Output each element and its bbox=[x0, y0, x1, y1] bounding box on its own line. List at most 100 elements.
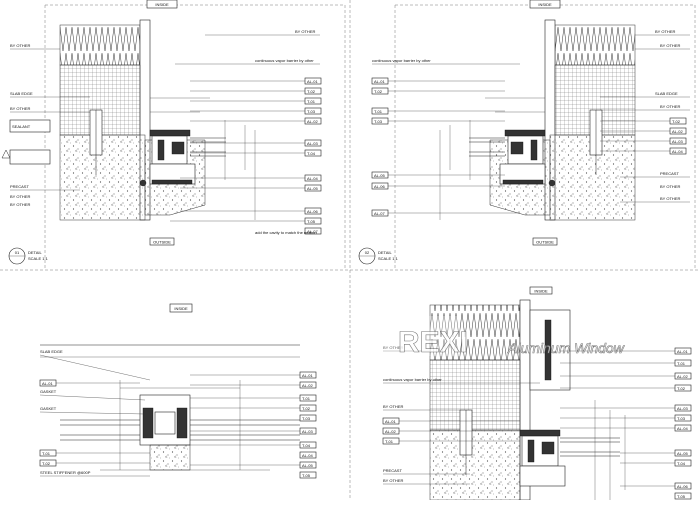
detail-number: 01 bbox=[15, 250, 20, 255]
svg-text:T-05: T-05 bbox=[677, 494, 686, 499]
frame-top-profile bbox=[519, 429, 561, 437]
label: SLAB EDGE bbox=[40, 349, 63, 354]
svg-text:AL-05: AL-05 bbox=[302, 463, 313, 468]
svg-text:T-01: T-01 bbox=[374, 109, 383, 114]
label: BY OTHER bbox=[10, 194, 30, 199]
label: continuous vapor barrier by other bbox=[372, 58, 431, 63]
svg-text:T-03: T-03 bbox=[677, 416, 686, 421]
label: BY OTHER bbox=[383, 404, 403, 409]
svg-text:T-05: T-05 bbox=[307, 219, 316, 224]
sill-flashing bbox=[151, 179, 193, 185]
svg-text:T-03: T-03 bbox=[302, 416, 311, 421]
svg-text:T-02: T-02 bbox=[672, 119, 681, 124]
label: BY OTHER bbox=[383, 345, 403, 350]
footer-tag bbox=[149, 237, 175, 246]
svg-text:AL-01: AL-01 bbox=[307, 79, 318, 84]
svg-text:AL-01: AL-01 bbox=[374, 79, 385, 84]
svg-text:T-02: T-02 bbox=[302, 406, 311, 411]
svg-text:T-03: T-03 bbox=[307, 109, 316, 114]
watermark-brand: REXI bbox=[398, 326, 468, 359]
label: PRECAST bbox=[383, 468, 402, 473]
backer-rod bbox=[139, 179, 147, 187]
label: BY OTHER bbox=[660, 196, 680, 201]
svg-text:AL-01: AL-01 bbox=[42, 381, 53, 386]
label: BY OTHER bbox=[660, 184, 680, 189]
thermal-break bbox=[154, 411, 176, 435]
label: PRECAST bbox=[10, 184, 29, 189]
svg-text:T-04: T-04 bbox=[677, 461, 686, 466]
svg-text:AL-05: AL-05 bbox=[307, 186, 318, 191]
svg-text:AL-06: AL-06 bbox=[677, 484, 688, 489]
svg-text:T-01: T-01 bbox=[385, 439, 394, 444]
glazing-bead bbox=[171, 141, 185, 155]
footer-tag bbox=[532, 237, 558, 246]
header-tag bbox=[169, 303, 193, 313]
header-tag bbox=[529, 286, 553, 295]
label: SEALANT bbox=[12, 124, 31, 129]
label: continuous vapor barrier by other bbox=[383, 377, 442, 382]
panel-detail-03: INSIDE SLAB EDGE AL-01 GASKET GASKET T-0… bbox=[39, 303, 317, 479]
svg-text:AL-03: AL-03 bbox=[672, 139, 683, 144]
svg-text:AL-02: AL-02 bbox=[677, 374, 688, 379]
svg-text:AL-02: AL-02 bbox=[672, 129, 683, 134]
svg-text:AL-01: AL-01 bbox=[677, 349, 688, 354]
tag-list-right: T-02 AL-02 AL-03 AL-04 bbox=[600, 117, 687, 155]
svg-text:T-02: T-02 bbox=[42, 461, 51, 466]
note-text: add the cavity to match the mullion bbox=[255, 230, 317, 235]
svg-text:T-02: T-02 bbox=[307, 89, 316, 94]
tag-list-left: AL-01 AL-02 T-01 bbox=[382, 417, 520, 445]
svg-text:AL-04: AL-04 bbox=[672, 149, 683, 154]
header-tag bbox=[146, 0, 178, 9]
svg-text:T-04: T-04 bbox=[307, 151, 316, 156]
svg-text:AL-06: AL-06 bbox=[374, 184, 385, 189]
label: SLAB EDGE bbox=[655, 91, 678, 96]
svg-text:T-03: T-03 bbox=[374, 119, 383, 124]
panel-header: INSIDE bbox=[155, 2, 169, 7]
detail-scale: SCALE 1:1 bbox=[28, 256, 49, 261]
label: PRECAST bbox=[660, 171, 679, 176]
panel-header: INSIDE bbox=[174, 306, 188, 311]
detail-number: 02 bbox=[365, 250, 370, 255]
label: SLAB EDGE bbox=[10, 91, 33, 96]
detail-title: DETAIL bbox=[28, 250, 42, 255]
header-tag bbox=[529, 0, 561, 9]
svg-text:T-02: T-02 bbox=[374, 89, 383, 94]
tag-list-right: AL-01 T-01 AL-02 T-02 AL-03 T-03 AL-04 A… bbox=[560, 347, 692, 500]
panel-footer: OUTSIDE bbox=[536, 240, 554, 245]
svg-text:AL-07: AL-07 bbox=[307, 229, 318, 234]
panel-detail-04: INSIDE BY OTHER continuous vapor barrier… bbox=[372, 286, 692, 501]
panel-detail-01: INSIDE BY OTHER SLAB EDGE BY OTHER bbox=[1, 0, 322, 265]
svg-text:T-01: T-01 bbox=[677, 361, 686, 366]
panel-header: INSIDE bbox=[538, 2, 552, 7]
svg-text:AL-07: AL-07 bbox=[374, 211, 385, 216]
backer-rod bbox=[548, 179, 556, 187]
svg-text:T-02: T-02 bbox=[677, 386, 686, 391]
svg-text:T-01: T-01 bbox=[302, 396, 311, 401]
svg-text:T-01: T-01 bbox=[42, 451, 51, 456]
svg-text:AL-04: AL-04 bbox=[307, 176, 318, 181]
label: BY OTHER bbox=[655, 29, 675, 34]
svg-text:T-04: T-04 bbox=[302, 443, 311, 448]
frame-top-profile bbox=[149, 129, 191, 137]
svg-text:AL-03: AL-03 bbox=[307, 141, 318, 146]
steel-stiffener bbox=[149, 444, 191, 471]
tag-list-left: AL-01 GASKET GASKET T-01 T-02 STEEL STIF… bbox=[39, 379, 150, 477]
svg-text:AL-03: AL-03 bbox=[677, 406, 688, 411]
insulation-zone bbox=[429, 304, 521, 361]
label: continuous vapor barrier by other bbox=[255, 58, 314, 63]
svg-text:T-01: T-01 bbox=[307, 99, 316, 104]
svg-text:GASKET: GASKET bbox=[40, 406, 57, 411]
svg-text:AL-06: AL-06 bbox=[307, 209, 318, 214]
concrete-slab bbox=[429, 429, 521, 501]
label: BY OTHER bbox=[383, 478, 403, 483]
sill-profile bbox=[519, 465, 566, 487]
block-wall bbox=[429, 359, 521, 431]
thermal-break bbox=[527, 439, 535, 463]
insulation-zone bbox=[59, 24, 141, 66]
label: BY OTHER bbox=[660, 43, 680, 48]
svg-text:STEEL STIFFENER @600P: STEEL STIFFENER @600P bbox=[40, 470, 91, 475]
svg-text:AL-01: AL-01 bbox=[302, 373, 313, 378]
tag-list-left: AL-01 T-02 T-01 T-03 AL-05 AL-06 AL-07 bbox=[371, 77, 520, 217]
